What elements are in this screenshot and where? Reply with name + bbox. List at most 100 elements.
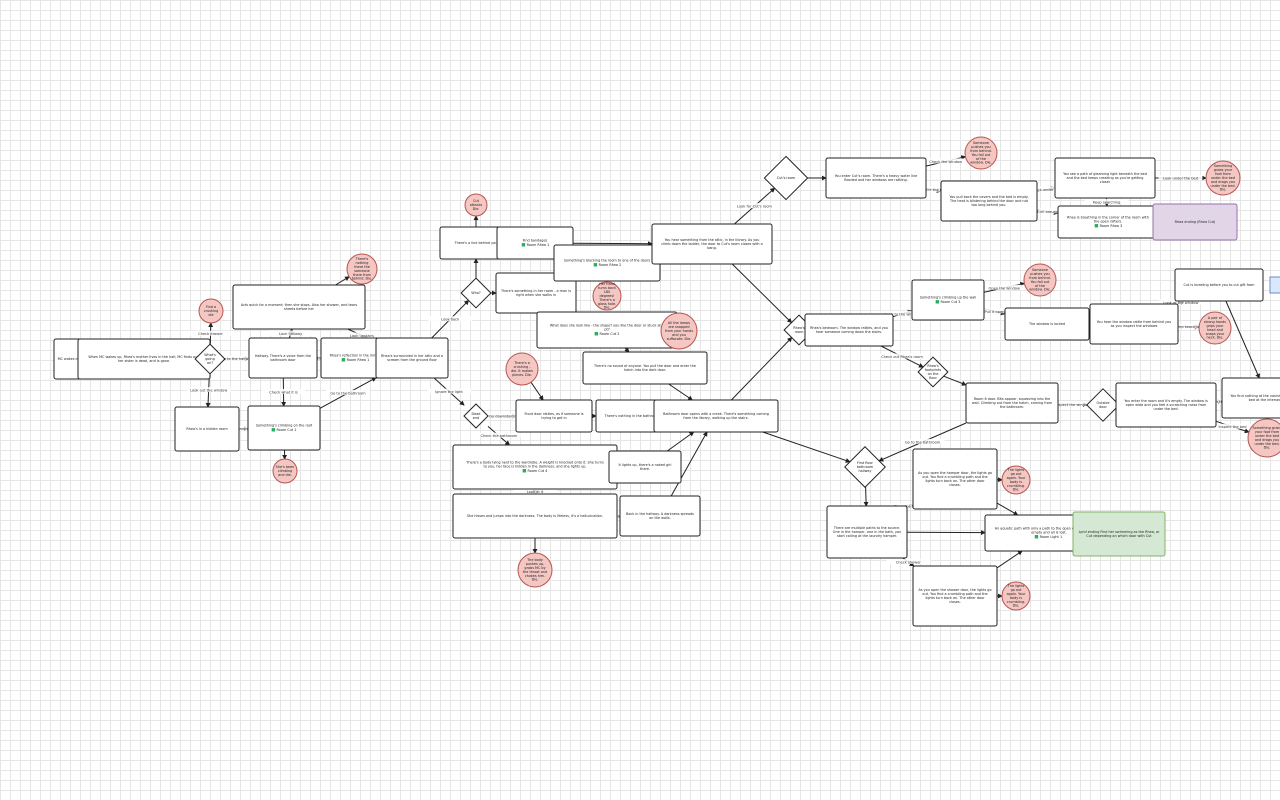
edge-label-e30: Go to the bathroom <box>905 440 941 444</box>
death-node-shape <box>592 281 622 311</box>
node-n50[interactable]: Bathroom door opens with a creak. There'… <box>653 399 779 433</box>
scene-node-shape <box>375 337 449 379</box>
node-n17[interactable]: There's something in her room - a man is… <box>495 272 577 314</box>
node-n25[interactable]: You enter Cut's room. There's a heavy wa… <box>825 157 927 199</box>
node-n23[interactable]: You hear something from the attic, in th… <box>651 223 773 265</box>
edge-label-bg <box>297 355 341 360</box>
node-n24[interactable]: Cut's room <box>763 155 809 201</box>
node-n9[interactable]: Acts quick for a moment; then she stops.… <box>232 284 366 330</box>
node-n33[interactable]: Rhea's bedroom. The window rattles, and … <box>804 313 894 347</box>
connector-n62-n60 <box>996 550 1023 569</box>
node-n36[interactable]: The window is locked <box>1004 307 1090 341</box>
edge-label-e29: Inspect the bed <box>1218 425 1246 429</box>
node-text: Find bandages <box>523 238 548 242</box>
edge-label-bg <box>268 330 313 336</box>
death-node-shape <box>1198 311 1232 345</box>
node-n37[interactable]: You hear the window rattle from behind y… <box>1089 303 1179 345</box>
scene-node-shape <box>965 382 1059 424</box>
scene-node-shape <box>912 448 998 510</box>
node-n28[interactable]: You see a path of gleaming light beneath… <box>1054 157 1156 199</box>
node-n16[interactable]: Who? <box>460 277 492 309</box>
node-n62[interactable]: As you open the shower door, the lights … <box>912 565 998 627</box>
node-text: Lyrid ending Find her swimming as the Rh… <box>1079 530 1160 538</box>
edge-label-e2: Look out the window <box>190 389 227 393</box>
connector-n9-n10 <box>335 276 350 286</box>
node-n51[interactable]: There's a body lying next to the wardrob… <box>452 444 618 490</box>
edge-label-e20: Keep searching <box>1093 201 1121 205</box>
offscreen-ending-node[interactable] <box>1269 276 1280 294</box>
node-n18[interactable]: Something's blocking the room to one of … <box>553 244 661 282</box>
scene-node-shape <box>825 157 927 199</box>
node-n27[interactable]: You pull back the covers and the bed is … <box>940 180 1038 222</box>
node-text: An aquatic path with only a path to the … <box>995 527 1104 535</box>
node-n44[interactable]: You find nothing at the vanishing behind… <box>1221 377 1280 419</box>
edge-label-bg <box>186 387 231 393</box>
node-n22[interactable]: There's no sound of anyone. You pull the… <box>582 351 708 385</box>
node-n57[interactable]: There are multiple paths to the source.O… <box>826 505 908 559</box>
node-text: Rhea's bedroom. The window rattles, and … <box>810 326 888 334</box>
edge-label-e7: Look at the sound <box>303 357 335 361</box>
scene-node-shape <box>1054 157 1156 199</box>
node-n2[interactable]: When MC wakes up, Rhea's mother lives in… <box>77 338 211 380</box>
edge-label-e34: Check shower <box>896 561 922 565</box>
node-n31[interactable]: Rhea ending (Rhea Cut) <box>1152 203 1238 241</box>
node-n58[interactable]: As you open the hamper door, the lights … <box>912 448 998 510</box>
edge-label-e33: Open the hamper <box>894 505 926 509</box>
edge-label-bg <box>1158 175 1203 180</box>
decision-node-shape <box>1086 388 1120 422</box>
badge-label: Room Rhea 1 <box>527 243 550 247</box>
death-node-shape <box>464 193 488 217</box>
node-text: There's something in her room - a man is… <box>500 289 571 297</box>
badge-label: Room Cut 2 <box>600 332 620 336</box>
node-n43[interactable]: You enter the room and it's empty. The w… <box>1115 382 1217 428</box>
death-node-shape <box>1205 160 1241 196</box>
badge-icon <box>1094 224 1099 228</box>
connector-n15-n23 <box>572 241 653 247</box>
scene-node-shape <box>1152 203 1238 241</box>
node-n39[interactable]: Cut is kneeling before you to cut gift f… <box>1174 268 1264 302</box>
node-text: Rhea's reflection in the mirror <box>330 353 381 357</box>
node-n41[interactable]: Room 6 door. Bits appear, squeezing into… <box>965 382 1059 424</box>
badge-label: Room Rhea 1 <box>347 358 370 362</box>
node-n61[interactable]: Lyrid ending Find her swimming as the Rh… <box>1072 511 1166 557</box>
node-n30[interactable]: Rhea is breathing in the corner of the r… <box>1057 205 1159 239</box>
node-n20[interactable]: What does she look like - the shape? you… <box>536 311 678 349</box>
connector-n40-n41 <box>943 375 967 386</box>
edge-label-e9: Go to the bathroom <box>330 392 366 396</box>
node-n53[interactable]: She hisses and jumps into the darkness. … <box>452 493 618 539</box>
node-n7[interactable]: Rhea's in a hidden room <box>174 406 240 452</box>
